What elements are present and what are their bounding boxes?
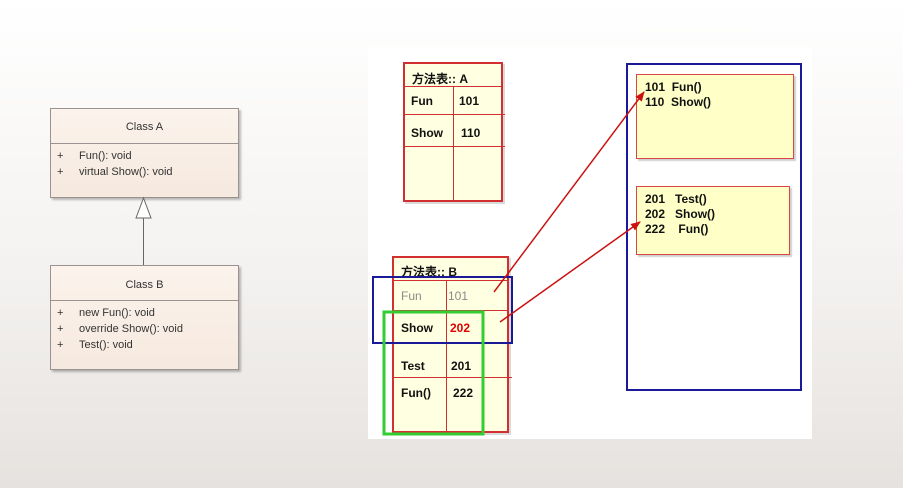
method-entry: 222 Fun() [645, 222, 709, 236]
method-slot: 110 [461, 126, 481, 140]
class-b-name: Class B [51, 266, 238, 301]
class-b-member: + override Show(): void [57, 321, 238, 337]
class-b-member: + Test(): void [57, 337, 238, 353]
method-table-a-title: 方法表:: A [412, 72, 468, 86]
class-a-member: + virtual Show(): void [57, 164, 238, 180]
class-a-name: Class A [51, 109, 238, 144]
class-b-member: + new Fun(): void [57, 305, 238, 321]
method-table-b: 方法表:: B Fun 101 Show 202 Test 201 Fun() … [392, 256, 512, 433]
member-signature: Test(): void [79, 339, 133, 351]
method-entry: 101 Fun() [645, 80, 702, 94]
inherited-rows-frame [372, 276, 513, 344]
member-signature: virtual Show(): void [79, 166, 173, 178]
method-slot: 201 [451, 359, 472, 373]
visibility-marker: + [57, 339, 64, 351]
method-slot: 101 [459, 94, 480, 108]
table-divider [394, 280, 507, 281]
table-divider [446, 280, 447, 431]
arrow-show-to-box-b [499, 221, 641, 323]
class-a-members: + Fun(): void + virtual Show(): void [51, 144, 238, 184]
method-slot: 222 [453, 386, 474, 400]
method-table-a: 方法表:: A Fun 101 Show 110 [403, 62, 505, 202]
table-divider [405, 146, 505, 147]
method-slot-overridden: 202 [450, 321, 471, 335]
new-methods-frame [382, 310, 485, 436]
class-b-box: Class B + new Fun(): void + override Show(… [50, 265, 239, 370]
method-table-diagram: 方法表:: A Fun 101 Show 110 方法表:: B Fun 101… [368, 47, 812, 439]
method-name: Fun [401, 289, 422, 303]
method-name: Show [411, 126, 443, 140]
heap-frame [626, 63, 802, 391]
method-name: Show [401, 321, 433, 335]
method-entry: 201 Test() [645, 192, 707, 206]
diagram-overlay [372, 63, 802, 436]
member-signature: override Show(): void [79, 323, 183, 335]
visibility-marker: + [57, 307, 64, 319]
method-entry: 202 Show() [645, 207, 716, 221]
method-entry: 110 Show() [645, 95, 712, 109]
table-divider [394, 377, 512, 378]
table-divider [405, 114, 505, 115]
arrow-fun-to-box-a [493, 91, 645, 293]
member-signature: new Fun(): void [79, 307, 155, 319]
visibility-marker: + [57, 323, 64, 335]
method-box-b: 201 Test() 202 Show() 222 Fun() [636, 186, 790, 255]
inheritance-arrowhead [135, 196, 152, 219]
visibility-marker: + [57, 150, 64, 162]
visibility-marker: + [57, 166, 64, 178]
method-box-a: 101 Fun() 110 Show() [636, 74, 794, 159]
class-b-members: +new Fun(): void +override Show(): void … [51, 301, 238, 357]
method-name: Fun() [401, 386, 431, 400]
member-signature: Fun(): void [79, 150, 132, 162]
method-name: Fun [411, 94, 433, 108]
class-a-box: Class A + Fun(): void + virtual Show(): vo… [50, 108, 239, 198]
class-a-member: + Fun(): void [57, 148, 238, 164]
method-table-b-title: 方法表:: B [401, 265, 457, 279]
method-name: Test [401, 359, 425, 373]
table-divider [453, 86, 454, 200]
method-slot: 101 [448, 289, 469, 303]
